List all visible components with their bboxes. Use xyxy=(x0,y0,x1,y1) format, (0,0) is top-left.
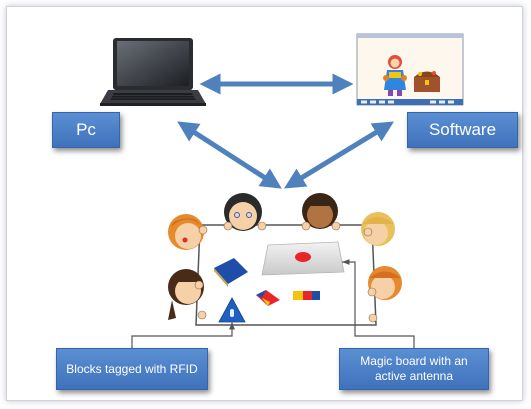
laptop-icon xyxy=(100,38,206,106)
child-top-right xyxy=(302,193,338,229)
child-top-left xyxy=(224,193,262,231)
arrows xyxy=(177,73,394,189)
software-label-box: Software xyxy=(407,112,518,148)
child-left-bottom xyxy=(168,269,204,320)
pc-label-box: Pc xyxy=(52,112,120,148)
child-left-top xyxy=(168,214,204,250)
arrow-pc-board xyxy=(177,121,282,189)
child-right-top xyxy=(361,212,395,246)
connectors xyxy=(131,259,415,348)
connector-board xyxy=(342,259,415,348)
children-holding-board-illustration xyxy=(168,193,402,326)
board-label: Magic board with an active antenna xyxy=(360,354,468,383)
child-right-bottom xyxy=(368,266,402,300)
connector-blocks xyxy=(131,322,235,348)
pc-label: Pc xyxy=(76,120,96,139)
software-screenshot xyxy=(356,33,464,106)
arrow-software-board xyxy=(284,121,394,189)
blocks-label-box: Blocks tagged with RFID xyxy=(56,348,208,390)
software-label: Software xyxy=(428,120,497,139)
board-label-box: Magic board with an active antenna xyxy=(339,348,489,390)
blocks-label: Blocks tagged with RFID xyxy=(66,361,198,376)
